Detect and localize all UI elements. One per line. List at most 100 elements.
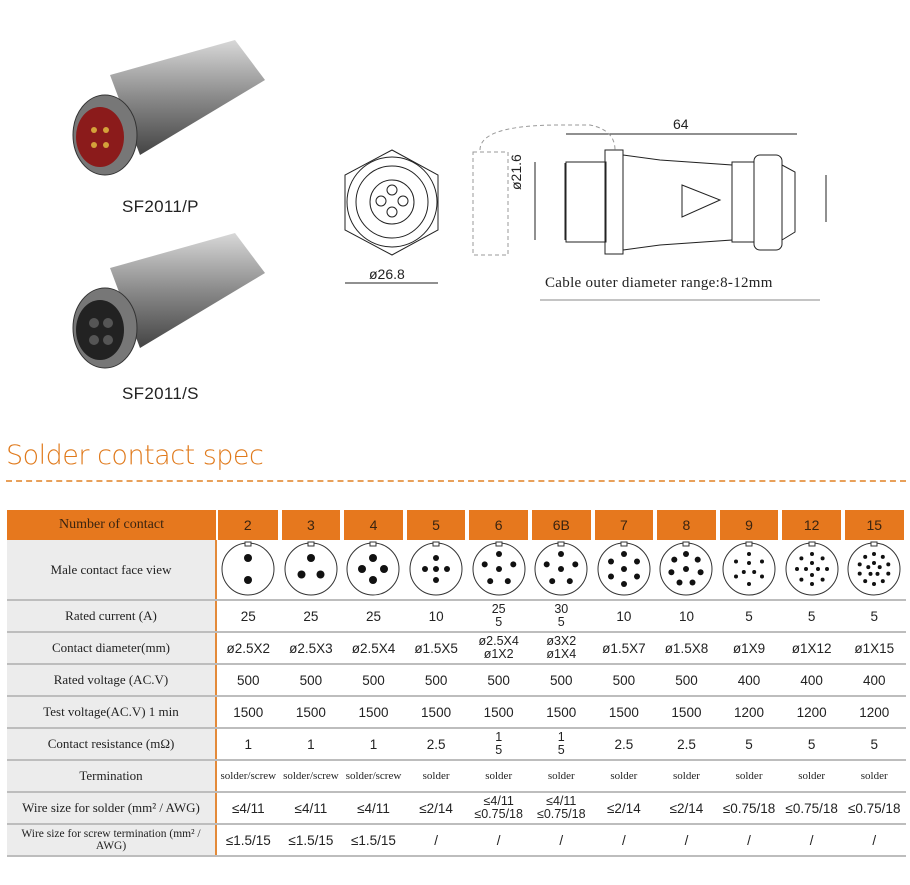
row-label: Termination <box>7 760 217 793</box>
contact-pin <box>481 561 488 568</box>
keyway-notch <box>870 541 878 547</box>
spec-value: 5 <box>717 600 781 633</box>
spec-value: 5 <box>842 600 906 633</box>
spec-value: solder <box>842 760 906 793</box>
spec-value: 2.5 <box>592 728 656 761</box>
row-label: Contact resistance (mΩ) <box>7 728 217 761</box>
row-label: Wire size for screw termination (mm² / A… <box>7 824 217 857</box>
spec-value: ≤1.5/15 <box>216 824 280 857</box>
spec-value: 10 <box>592 600 656 633</box>
spec-value: 1 <box>279 728 343 761</box>
contact-pin <box>509 561 516 568</box>
spec-value: ø2.5X2 <box>216 632 280 665</box>
contact-pin <box>549 578 556 585</box>
contact-pin <box>683 566 690 572</box>
contact-face-diagram <box>597 541 651 596</box>
spec-value: 1500 <box>529 696 593 729</box>
spec-value: ≤2/14 <box>404 792 468 825</box>
contact-pin <box>607 573 614 580</box>
contact-pin <box>297 570 306 579</box>
contact-pin <box>495 551 502 557</box>
spec-value: 1500 <box>404 696 468 729</box>
keyway-notch <box>432 541 440 547</box>
contact-pin <box>752 570 757 574</box>
spec-value: ≤2/14 <box>655 792 718 825</box>
length-dimension: 64 <box>673 116 689 132</box>
contact-pin <box>316 570 325 579</box>
spec-value: / <box>655 824 718 857</box>
spec-value: 1500 <box>655 696 718 729</box>
spec-value: 1 5 <box>529 728 593 761</box>
spec-value: 1500 <box>216 696 280 729</box>
contact-count-header: 5 <box>406 510 466 540</box>
spec-value: 500 <box>404 664 468 697</box>
contact-pin <box>881 579 886 584</box>
spec-value: 1200 <box>842 696 906 729</box>
dashed-divider <box>6 480 906 482</box>
spec-value: 5 <box>842 728 906 761</box>
contact-pin <box>486 578 493 585</box>
spec-value: 1200 <box>780 696 843 729</box>
spec-row: Wire size for solder (mm² / AWG)≤4/11≤4/… <box>7 792 906 825</box>
spec-value: ø1.5X8 <box>655 632 718 665</box>
spec-value: 10 <box>404 600 468 633</box>
contact-count-header: 6 <box>469 510 528 540</box>
contact-pin <box>872 561 877 565</box>
contact-pin <box>369 576 378 584</box>
product-model-label: SF2011/P <box>122 197 199 216</box>
spec-value: ø1.5X7 <box>592 632 656 665</box>
contact-pin <box>760 574 765 579</box>
contact-pin <box>433 555 440 561</box>
contact-pin <box>504 578 511 585</box>
spec-value: ≤1.5/15 <box>342 824 405 857</box>
spec-value: / <box>717 824 781 857</box>
spec-value: ≤0.75/18 <box>717 792 781 825</box>
contact-pin <box>620 551 627 557</box>
keyway-notch <box>620 541 628 547</box>
keyway-notch <box>745 541 753 547</box>
contact-face-diagram <box>221 541 275 596</box>
spec-value: 400 <box>717 664 781 697</box>
spec-value: ø3X2 ø1X4 <box>529 632 593 665</box>
connector-plug-photo <box>72 40 265 176</box>
row-label: Male contact face view <box>7 540 217 601</box>
spec-value: 500 <box>342 664 405 697</box>
contact-pin <box>433 577 440 583</box>
contact-face-diagram <box>659 541 713 596</box>
spec-value: 500 <box>529 664 593 697</box>
spec-value: 5 <box>780 600 843 633</box>
contact-face-diagram <box>284 541 338 596</box>
cable-diameter-note: Cable outer diameter range:8-12mm <box>545 275 773 291</box>
spec-value: solder <box>467 760 530 793</box>
spec-value: solder/screw <box>342 760 405 793</box>
contact-pin <box>620 566 627 572</box>
keyway-notch <box>557 541 565 547</box>
header-label: Number of contact <box>7 510 216 540</box>
spec-value: 1 <box>216 728 280 761</box>
face-diameter-dimension: ø26.8 <box>369 266 405 282</box>
contact-count-header: 8 <box>657 510 716 540</box>
contact-count-header: 7 <box>594 510 654 540</box>
contact-pin <box>698 569 705 576</box>
spec-value: solder <box>780 760 843 793</box>
contact-pin <box>747 582 752 586</box>
spec-value: solder <box>655 760 718 793</box>
spec-value: / <box>592 824 656 857</box>
dimension-drawing <box>344 124 827 301</box>
spec-value: 5 <box>717 728 781 761</box>
contact-pin <box>689 579 696 586</box>
spec-value: 25 <box>216 600 280 633</box>
spec-value: ≤4/11 ≤0.75/18 <box>529 792 593 825</box>
spec-value: solder/screw <box>279 760 343 793</box>
spec-value: ≤4/11 <box>216 792 280 825</box>
spec-value: ≤2/14 <box>592 792 656 825</box>
spec-value: 500 <box>592 664 656 697</box>
contact-pin <box>794 567 799 571</box>
keyway-notch <box>682 541 690 547</box>
contact-pin <box>863 554 868 559</box>
spec-value: 1500 <box>592 696 656 729</box>
spec-value: 400 <box>780 664 843 697</box>
